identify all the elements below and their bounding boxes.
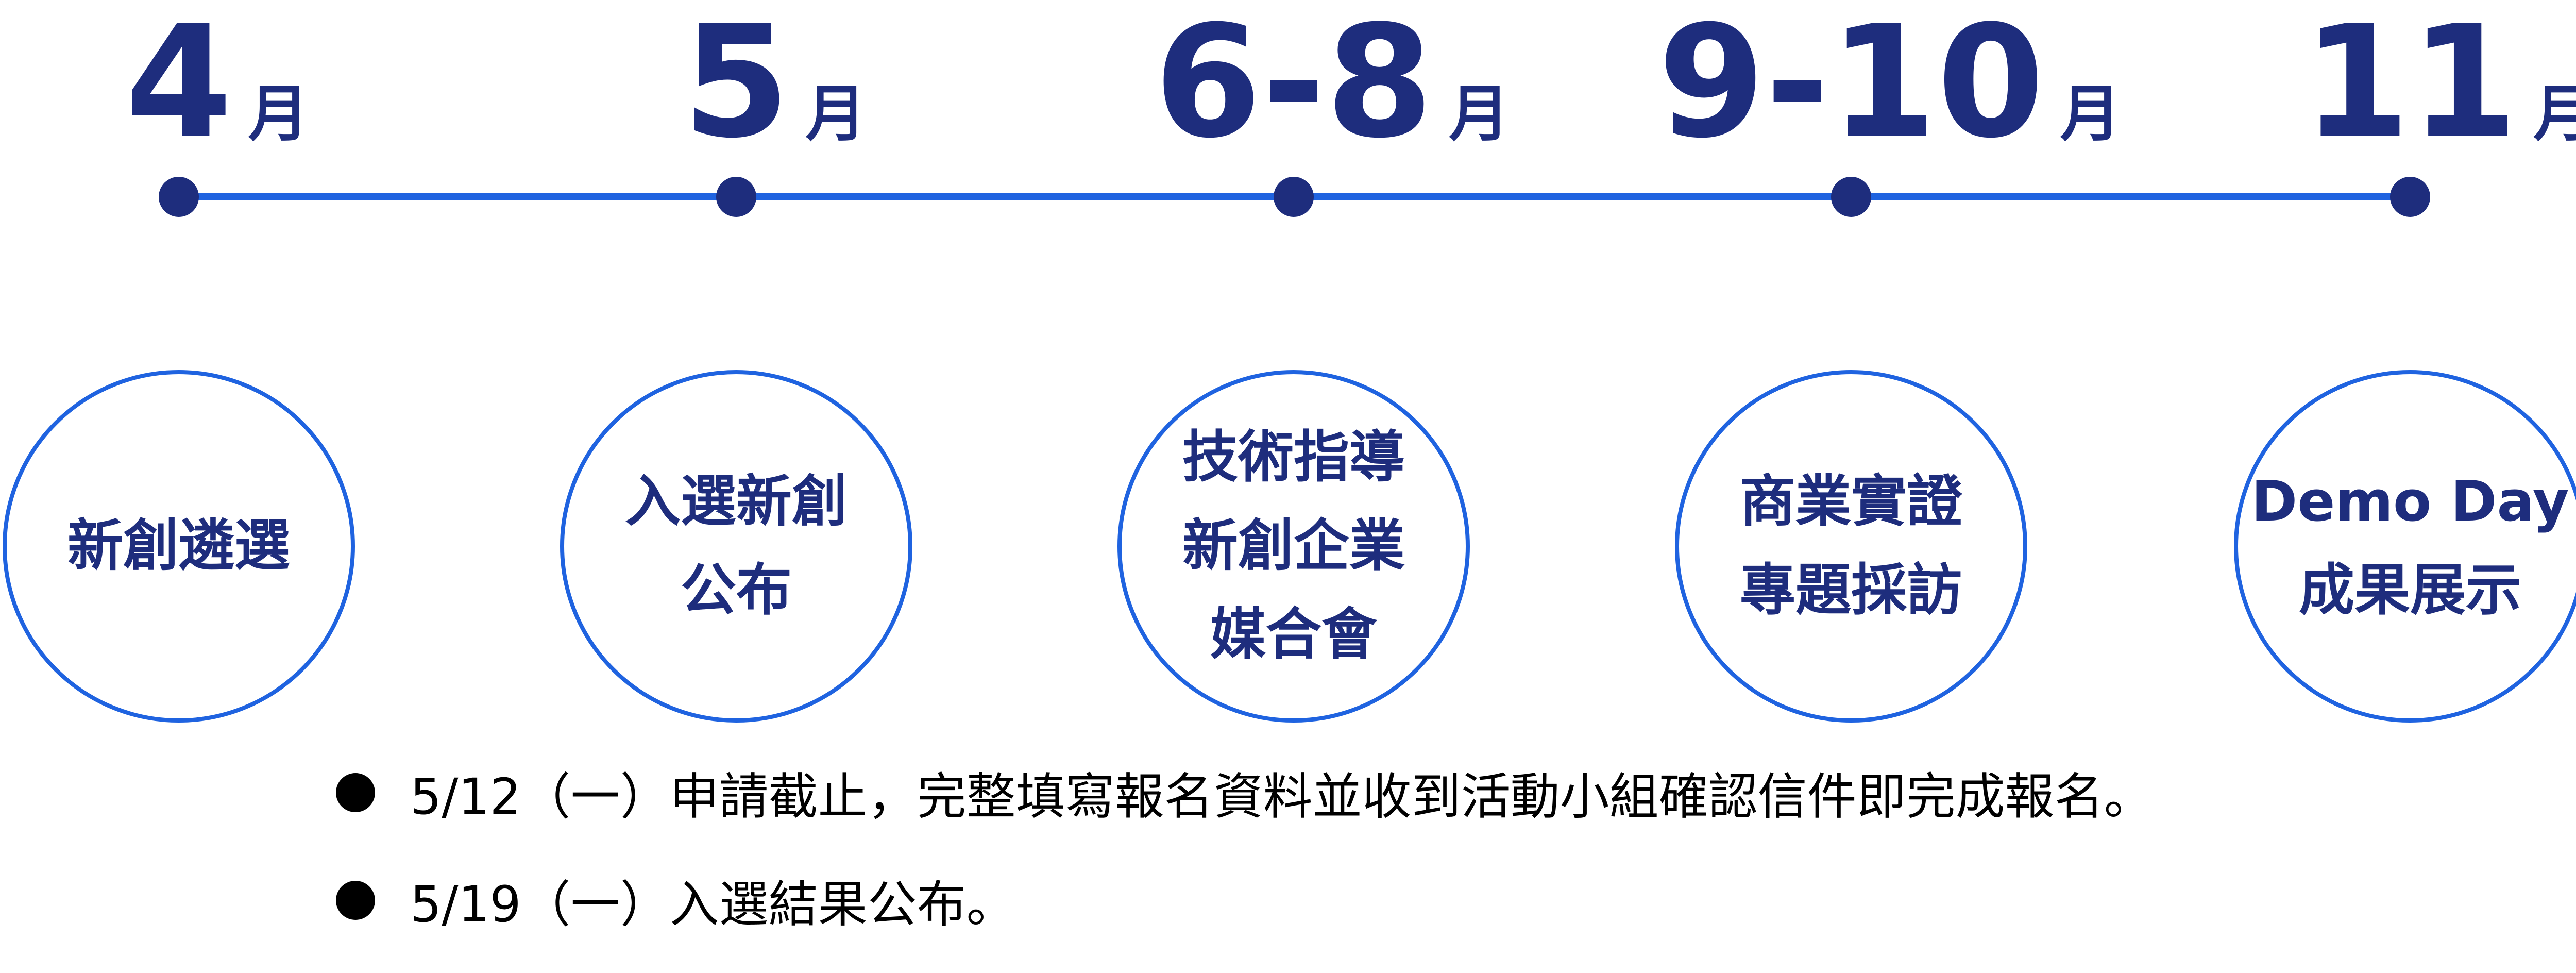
milestone-text: Demo Day xyxy=(2251,469,2569,534)
timeline-dot xyxy=(1274,177,1314,217)
timeline-dot xyxy=(2390,177,2430,217)
milestone-circle: 入選新創公布 xyxy=(560,370,912,723)
month-number: 5 xyxy=(682,0,790,172)
milestone-text: 技術指導 xyxy=(1182,425,1405,490)
milestone-circle: Demo Day 成果展示 xyxy=(2234,370,2576,723)
milestone-text: 商業實證 xyxy=(1739,469,1962,534)
timeline-dot xyxy=(159,177,199,217)
milestone-text: 入選新創 xyxy=(624,469,848,534)
milestone-circle: 技術指導新創企業媒合會 xyxy=(1117,370,1470,723)
note-text: 5/19（一）入選結果公布。 xyxy=(410,876,1016,933)
bullet-icon xyxy=(336,773,375,812)
note-item: 5/19（一）入選結果公布。 xyxy=(336,864,1016,936)
milestone-circle: 商業實證專題採訪 xyxy=(1675,370,2027,723)
note-item: 5/12（一）申請截止，完整填寫報名資料並收到活動小組確認信件即完成報名。 xyxy=(336,757,2154,828)
month-number: 4 xyxy=(125,0,233,172)
milestone-text: 成果展示 xyxy=(2298,558,2521,623)
month-unit: 月 xyxy=(2533,78,2576,149)
milestone-text: 專題採訪 xyxy=(1739,558,1962,623)
month-unit: 月 xyxy=(805,78,867,149)
month-number: 9-10 xyxy=(1657,0,2045,172)
milestone-text: 新創企業 xyxy=(1182,514,1405,578)
milestone-text: 公布 xyxy=(680,558,792,623)
month-number: 6-8 xyxy=(1154,0,1433,172)
milestone-circle: 新創遴選 xyxy=(3,370,355,723)
bullet-icon xyxy=(336,880,375,920)
timeline-dot xyxy=(1831,177,1871,217)
month-unit: 月 xyxy=(1449,78,1510,149)
month-number: 11 xyxy=(2302,0,2518,172)
timeline-dot xyxy=(716,177,756,217)
milestone-text: 新創遴選 xyxy=(67,514,290,578)
note-text: 5/12（一）申請截止，完整填寫報名資料並收到活動小組確認信件即完成報名。 xyxy=(410,768,2154,826)
month-unit: 月 xyxy=(248,78,309,149)
month-unit: 月 xyxy=(2060,78,2121,149)
milestone-text: 媒合會 xyxy=(1210,602,1377,667)
